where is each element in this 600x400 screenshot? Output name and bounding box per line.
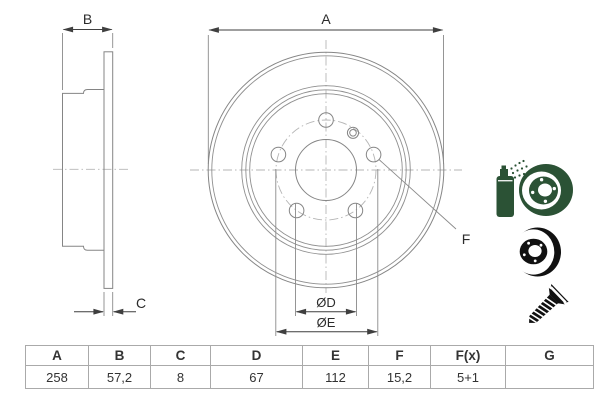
header-E: E bbox=[302, 345, 369, 366]
dimension-B: B bbox=[62, 11, 114, 90]
value-A: 258 bbox=[25, 365, 89, 389]
value-C: 8 bbox=[150, 365, 211, 389]
value-G bbox=[505, 365, 594, 389]
dimension-F: F bbox=[378, 159, 471, 247]
dimension-A: A bbox=[207, 11, 444, 164]
hub-section bbox=[62, 89, 104, 251]
bolt-holes bbox=[270, 112, 382, 219]
disc-circles bbox=[207, 51, 445, 289]
disc-plate-section bbox=[103, 51, 114, 289]
dimension-C: C bbox=[74, 292, 146, 316]
table-header-row: A B C D E F F(x) G bbox=[25, 345, 594, 366]
locating-pin-hole bbox=[346, 126, 360, 139]
product-icons bbox=[496, 159, 573, 324]
dimension-D: ØD bbox=[295, 203, 357, 316]
label-A: A bbox=[321, 11, 331, 27]
center-bore bbox=[295, 139, 357, 201]
value-E: 112 bbox=[302, 365, 369, 389]
header-C: C bbox=[150, 345, 211, 366]
dimension-table: A B C D E F F(x) G 258 57,2 8 67 112 15,… bbox=[25, 345, 594, 389]
table-value-row: 258 57,2 8 67 112 15,2 5+1 bbox=[25, 365, 594, 389]
header-B: B bbox=[88, 345, 151, 366]
front-view: A ØD ØE F bbox=[190, 11, 470, 336]
value-F: 15,2 bbox=[368, 365, 431, 389]
brake-disc-icon bbox=[512, 227, 561, 277]
label-OD: ØD bbox=[316, 295, 336, 310]
dimension-E: ØE bbox=[275, 169, 379, 336]
value-Fx: 5+1 bbox=[430, 365, 506, 389]
value-D: 67 bbox=[210, 365, 303, 389]
header-D: D bbox=[210, 345, 303, 366]
spray-particles bbox=[510, 159, 530, 179]
header-G: G bbox=[505, 345, 594, 366]
label-C: C bbox=[136, 295, 146, 311]
header-A: A bbox=[25, 345, 89, 366]
side-section-view: B C bbox=[53, 11, 146, 316]
header-Fx: F(x) bbox=[430, 345, 506, 366]
spray-coated-disc-icon bbox=[496, 159, 573, 217]
label-F: F bbox=[462, 231, 471, 247]
label-B: B bbox=[83, 11, 92, 27]
label-OE: ØE bbox=[317, 315, 336, 330]
value-B: 57,2 bbox=[88, 365, 151, 389]
countersunk-screw-icon bbox=[527, 284, 569, 324]
header-F: F bbox=[368, 345, 431, 366]
spray-can bbox=[496, 165, 514, 217]
